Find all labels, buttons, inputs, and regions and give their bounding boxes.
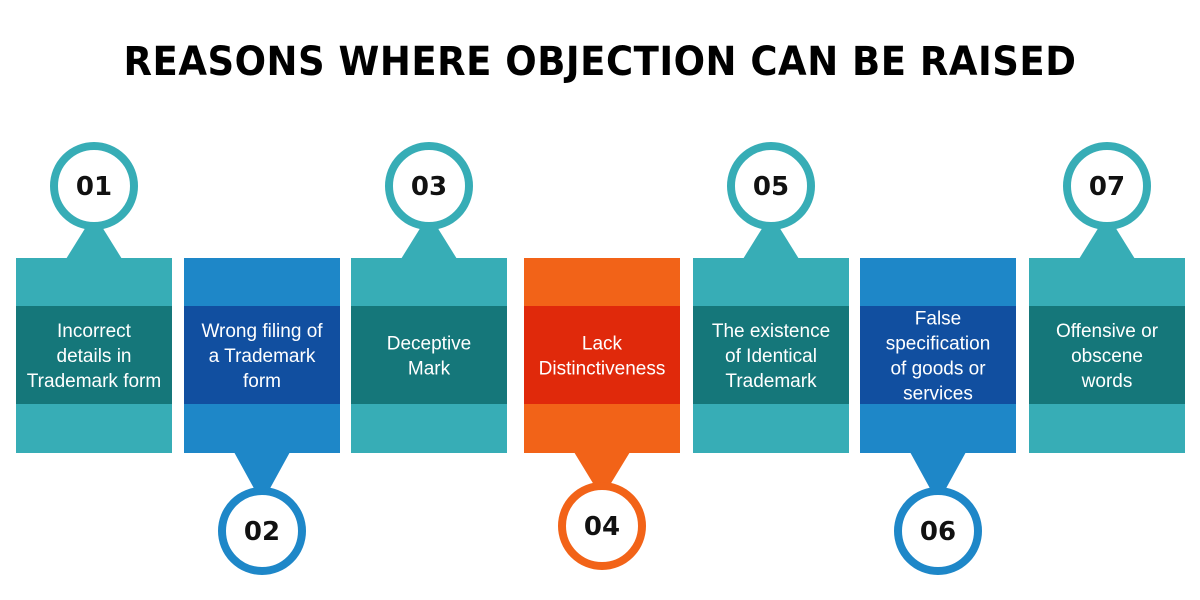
step-06: 06 False specification of goods or services bbox=[860, 258, 1016, 575]
step-label: Incorrect details in Trademark form bbox=[27, 321, 161, 392]
step-connector bbox=[743, 214, 799, 259]
step-number: 03 bbox=[411, 172, 447, 202]
step-label-line: specification bbox=[886, 334, 991, 355]
step-number-circle bbox=[385, 142, 473, 230]
step-label-line: of Identical bbox=[725, 346, 817, 367]
step-label-line: words bbox=[1081, 371, 1133, 392]
step-number: 02 bbox=[244, 517, 280, 547]
step-label-line: services bbox=[903, 384, 973, 405]
step-label-line: Offensive or bbox=[1056, 321, 1159, 342]
step-label-line: Mark bbox=[408, 359, 451, 380]
step-number-circle bbox=[727, 142, 815, 230]
step-number: 06 bbox=[920, 517, 956, 547]
step-label-line: The existence bbox=[712, 321, 830, 342]
step-label: False specification of goods or services bbox=[886, 309, 991, 405]
step-number-circle bbox=[218, 487, 306, 575]
step-connector bbox=[66, 214, 122, 259]
step-connector bbox=[910, 452, 966, 503]
step-number-circle bbox=[1063, 142, 1151, 230]
step-label-line: Incorrect bbox=[57, 321, 132, 342]
step-label-line: Lack bbox=[582, 334, 623, 355]
step-label-line: of goods or bbox=[890, 359, 986, 380]
step-number: 05 bbox=[753, 172, 789, 202]
step-number: 01 bbox=[76, 172, 112, 202]
step-label: Wrong filing of a Trademark form bbox=[201, 321, 323, 392]
step-number: 07 bbox=[1089, 172, 1125, 202]
step-label-line: False bbox=[915, 309, 961, 330]
step-band bbox=[693, 306, 849, 404]
step-connector bbox=[234, 452, 290, 503]
step-label-line: Distinctiveness bbox=[539, 359, 666, 380]
step-connector bbox=[1079, 214, 1135, 259]
step-label-line: Wrong filing of bbox=[201, 321, 323, 342]
step-number: 04 bbox=[584, 512, 620, 542]
step-band bbox=[860, 306, 1016, 404]
step-label-line: Trademark bbox=[725, 371, 817, 392]
step-connector bbox=[574, 452, 630, 498]
step-label: Offensive or obscene words bbox=[1056, 321, 1159, 392]
step-connector bbox=[401, 214, 457, 259]
step-band bbox=[184, 306, 340, 404]
step-band bbox=[351, 306, 507, 404]
page-title: REASONS WHERE OBJECTION CAN BE RAISED bbox=[123, 38, 1077, 85]
step-label-line: a Trademark bbox=[209, 346, 316, 367]
step-number-circle bbox=[894, 487, 982, 575]
step-number-circle bbox=[558, 482, 646, 570]
step-band bbox=[16, 306, 172, 404]
step-label-line: details in bbox=[57, 346, 132, 367]
step-label-line: form bbox=[243, 371, 281, 392]
step-label-line: obscene bbox=[1071, 346, 1143, 367]
step-label-line: Deceptive bbox=[387, 334, 472, 355]
step-number-circle bbox=[50, 142, 138, 230]
step-label-line: Trademark form bbox=[27, 371, 161, 392]
step-band bbox=[1029, 306, 1185, 404]
step-02: 02 Wrong filing of a Trademark form bbox=[184, 258, 340, 575]
step-band bbox=[524, 306, 680, 404]
